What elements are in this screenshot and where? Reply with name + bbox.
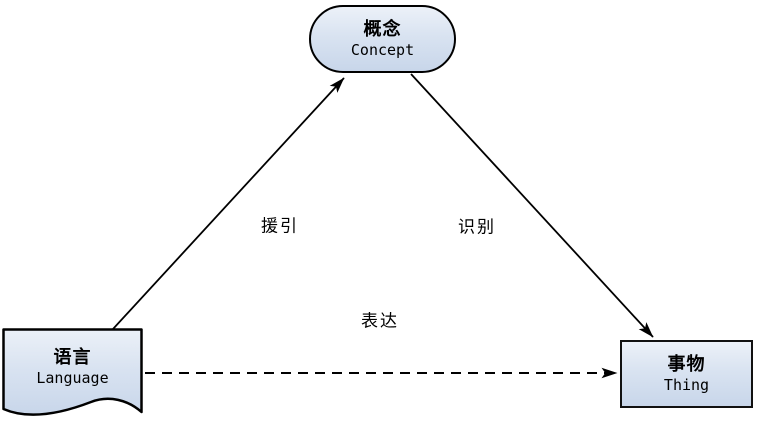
node-concept-label-zh: 概念 xyxy=(363,18,402,40)
node-thing-label-zh: 事物 xyxy=(667,353,706,375)
node-concept: 概念 Concept xyxy=(309,5,456,73)
node-thing-label-en: Thing xyxy=(663,375,710,394)
node-language-label-en: Language xyxy=(36,368,109,387)
node-thing: 事物 Thing xyxy=(620,340,753,408)
node-language: 语言 Language xyxy=(2,328,143,420)
document-shape xyxy=(2,328,143,416)
edge-label-express: 表达 xyxy=(361,311,399,332)
edge-identify-line xyxy=(410,73,654,338)
edge-label-identify: 识别 xyxy=(458,217,496,238)
node-concept-label-en: Concept xyxy=(350,40,415,59)
edge-refer-line xyxy=(112,77,345,330)
edge-label-refer: 援引 xyxy=(261,216,299,237)
node-language-label-zh: 语言 xyxy=(53,346,92,368)
